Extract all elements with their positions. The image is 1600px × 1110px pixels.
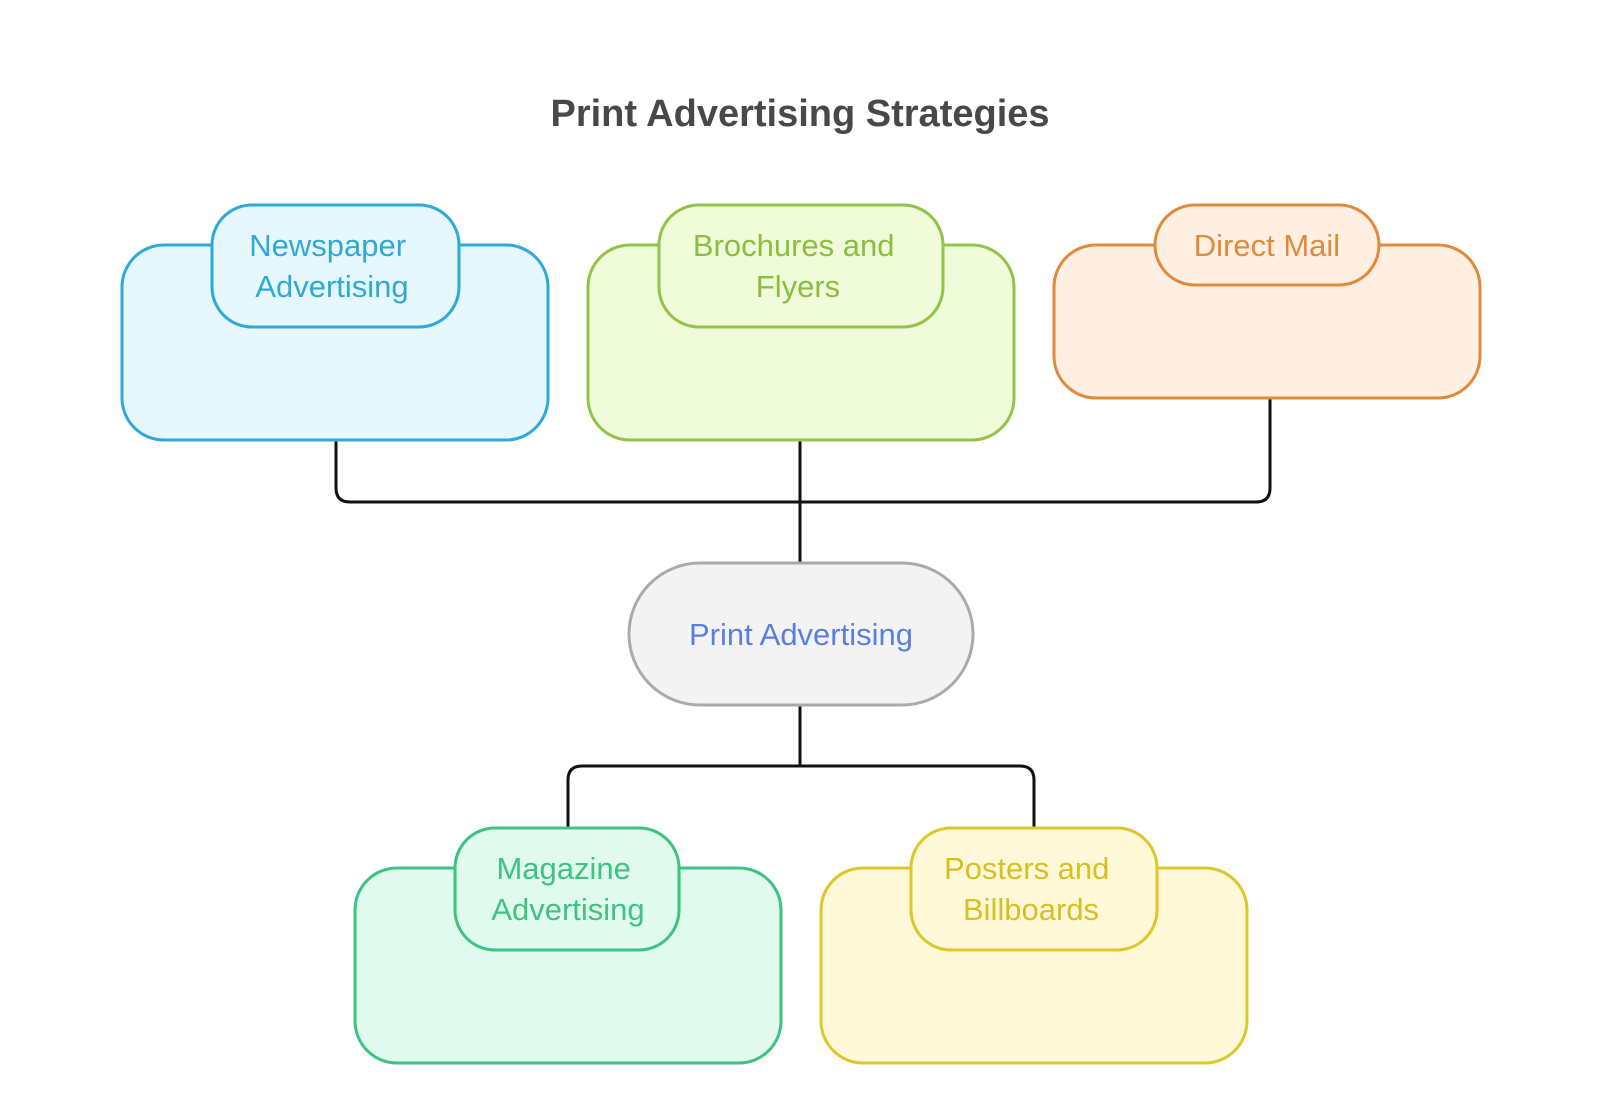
node-direct-mail-label: Direct Mail (1194, 228, 1340, 263)
node-magazine-advertising[interactable]: Magazine Advertising (353, 826, 783, 1065)
node-magazine-label-line-1: Magazine (496, 851, 630, 886)
node-posters-and-billboards[interactable]: Posters and Billboards (819, 826, 1249, 1065)
node-brochures-label-line-2: Flyers (756, 269, 840, 304)
node-newspaper-label: Newspaper Advertising (249, 228, 414, 304)
node-direct-mail-label-box (1153, 203, 1381, 287)
node-posters-label-box (909, 826, 1159, 952)
node-print-advertising-center[interactable]: Print Advertising (627, 561, 975, 707)
connector-top-bar (334, 398, 1272, 504)
center-node-shape (627, 561, 975, 707)
node-direct-mail-label-line-1: Direct Mail (1194, 228, 1340, 263)
node-brochures-and-flyers[interactable]: Brochures and Flyers (586, 203, 1016, 442)
node-newspaper-label-box (210, 203, 461, 329)
node-newspaper-advertising[interactable]: Newspaper Advertising (120, 203, 550, 442)
node-brochures-label-box (657, 203, 945, 329)
node-direct-mail[interactable]: Direct Mail (1052, 203, 1482, 400)
connector-bottom-bar (566, 764, 1036, 828)
node-posters-label-line-1: Posters and (944, 851, 1109, 886)
node-magazine-label-line-2: Advertising (491, 892, 644, 927)
node-posters-label: Posters and Billboards (944, 851, 1118, 927)
diagram-title: Print Advertising Strategies (550, 93, 1049, 135)
node-magazine-label-box (453, 826, 681, 952)
node-magazine-label: Magazine Advertising (491, 851, 644, 927)
node-posters-label-line-2: Billboards (963, 892, 1099, 927)
node-newspaper-label-line-1: Newspaper (249, 228, 406, 263)
connectors (334, 398, 1272, 828)
node-newspaper-label-line-2: Advertising (255, 269, 408, 304)
node-brochures-label-line-1: Brochures and (693, 228, 895, 263)
center-node-label: Print Advertising (689, 617, 913, 652)
node-brochures-label: Brochures and Flyers (693, 228, 903, 304)
